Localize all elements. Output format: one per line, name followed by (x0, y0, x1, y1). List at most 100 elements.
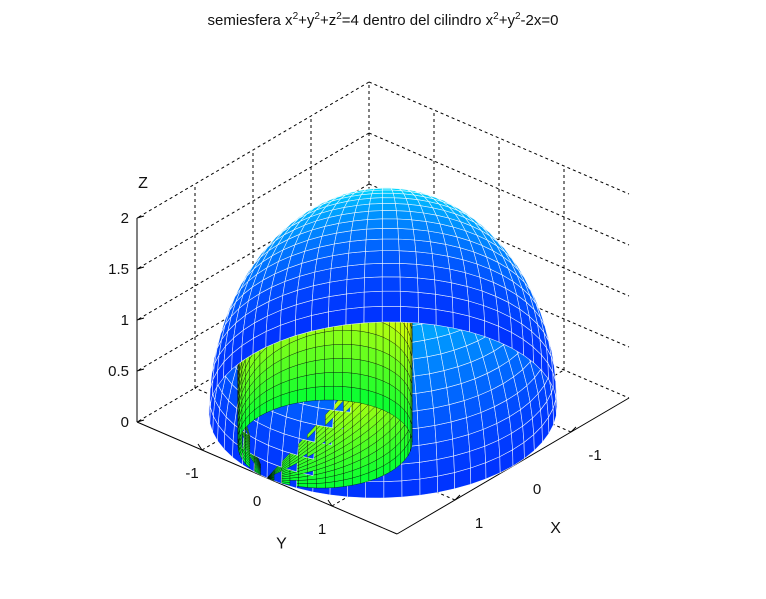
hemisphere-patch (381, 228, 399, 240)
hemisphere-patch (399, 276, 419, 293)
z-tick-mark (136, 215, 145, 219)
cylinder-patch (359, 330, 369, 348)
grid-line (368, 81, 630, 195)
cylinder-patch (359, 345, 369, 362)
cylinder-patch (333, 329, 343, 345)
hemisphere-patch (346, 277, 365, 295)
cylinder-patch (368, 346, 377, 364)
cylinder-patch (324, 344, 334, 360)
cylinder-patch (333, 358, 343, 373)
hemisphere-patch (381, 276, 401, 292)
cylinder-patch (315, 331, 325, 348)
hemisphere-patch (416, 263, 435, 281)
z-tick-mark (136, 419, 145, 423)
y-tick-label: -1 (185, 465, 198, 482)
hemisphere-patch (382, 203, 397, 212)
cylinder-patch (375, 377, 384, 396)
cylinder-patch (351, 358, 361, 375)
hemisphere-patch (363, 290, 383, 308)
hemisphere-patch (367, 210, 383, 220)
hemisphere-patch (400, 305, 419, 324)
y-tick-label: 1 (318, 521, 326, 538)
cylinder-patch (315, 386, 325, 401)
hemisphere-patch (398, 238, 417, 253)
hemisphere-patch (431, 387, 450, 409)
hemisphere-patch (396, 218, 414, 230)
hemisphere-patch (365, 228, 383, 241)
hemisphere-patch (345, 291, 365, 310)
hemisphere-patch (401, 478, 421, 498)
z-tick-label: 1.5 (108, 261, 129, 278)
hemisphere-patch (381, 290, 401, 307)
cylinder-patch (359, 373, 369, 391)
z-tick-mark (136, 317, 145, 321)
hemisphere-patch (417, 277, 436, 295)
hemisphere-patch (414, 239, 433, 254)
chart-title: semiesfera x2+y2+z2=4 dentro del cilindr… (207, 11, 559, 30)
cylinder-patch (315, 358, 325, 375)
hemisphere-patch (417, 425, 437, 446)
x-tick-label: 0 (533, 481, 541, 498)
cylinder-patch (342, 358, 352, 374)
hemisphere-patch (419, 459, 438, 480)
cylinder-patch (315, 372, 325, 388)
hemisphere-patch (346, 263, 366, 280)
cylinder-patch (324, 385, 334, 401)
z-tick-label: 0 (121, 414, 129, 431)
hemisphere-patch (399, 262, 418, 279)
cylinder-patch (351, 330, 361, 346)
cylinder-patch (342, 386, 352, 402)
y-axis-label: Y (276, 535, 287, 552)
hemisphere-patch (381, 218, 399, 229)
hemisphere-patch (328, 308, 347, 328)
cylinder-patch (324, 372, 334, 387)
cylinder-patch (297, 375, 307, 391)
cylinder-patch (324, 330, 334, 346)
hemisphere-patch (417, 307, 437, 326)
hemisphere-patch (397, 228, 415, 241)
z-tick-mark (136, 368, 145, 372)
hemisphere-patch (415, 251, 434, 267)
hemisphere-patch (369, 197, 383, 205)
x-tick-mark (454, 494, 461, 501)
hemisphere-patch (382, 210, 398, 220)
cylinder-patch (333, 372, 343, 387)
cylinder-patch (368, 332, 377, 350)
cylinder-patch (306, 373, 316, 389)
grid-line (368, 183, 630, 297)
hemisphere-patch (415, 390, 434, 412)
hemisphere-patch (382, 189, 394, 194)
cylinder-patch (307, 483, 317, 489)
hemisphere-patch (394, 203, 411, 212)
grid-line (368, 285, 630, 399)
z-tick-label: 1 (121, 312, 129, 329)
hemisphere-patch (351, 219, 368, 232)
x-axis-label: X (550, 520, 561, 537)
z-tick-label: 0.5 (108, 363, 129, 380)
hemisphere-patch (409, 211, 427, 222)
cylinder-patch (289, 389, 298, 405)
cylinder-patch (306, 386, 316, 402)
hemisphere-patch (419, 475, 438, 496)
z-tick-mark (136, 266, 145, 270)
hemisphere-patch (416, 407, 436, 429)
grid-line (368, 234, 630, 348)
hemisphere-patch (365, 238, 383, 252)
cylinder-patch (333, 385, 343, 401)
hemisphere-patch (366, 218, 383, 230)
cylinder-patch (368, 390, 377, 408)
hemisphere-patch (382, 197, 396, 204)
hemisphere-patch (381, 305, 401, 323)
cylinder-patch (351, 387, 361, 404)
cylinder-patch (368, 361, 377, 379)
hemisphere-patch (363, 305, 383, 324)
cylinder-patch (315, 345, 325, 361)
hemisphere-patch (381, 262, 401, 278)
hemisphere-patch (417, 291, 437, 310)
z-tick-label: 2 (121, 210, 129, 227)
cylinder-patch (359, 359, 369, 377)
cylinder-patch (351, 372, 361, 389)
hemisphere-patch (398, 250, 418, 265)
surfaces (208, 187, 558, 499)
